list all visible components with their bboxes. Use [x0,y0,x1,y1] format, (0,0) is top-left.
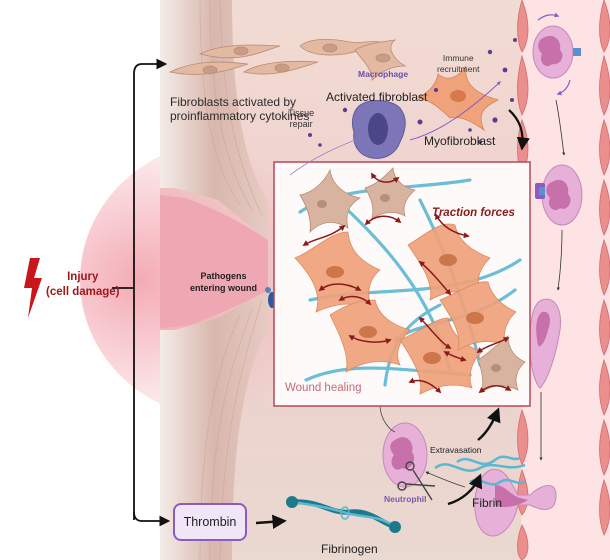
fibrinogen-molecule [286,496,401,533]
to-vessel-arrow [508,109,530,151]
fibrin-arrow [447,473,483,506]
thrombin-arrow [255,514,287,530]
vessel-endothelium-right [599,0,610,536]
traction-forces-label: Traction forces [432,207,515,219]
myofibroblast-label: Myofibroblast [424,134,496,148]
tissue-label-line2: repair [289,119,313,129]
myofibroblast [416,65,500,132]
connector-line [289,139,356,176]
immune-label-line1: Immune [442,53,474,63]
tissue-label-line1: Tissue [288,108,315,118]
injury-label-line1: Injury [67,271,99,283]
fibrinogen-label: Fibrinogen [321,542,378,556]
immune-recruitment-arrow [409,81,501,141]
flow-arrow [555,99,566,156]
neutrophil-adhering [535,164,583,226]
fibroblast-nuclei [317,194,501,372]
pathogen [265,287,271,293]
extravasation-label: Extravasation [430,445,482,455]
immune-label-line2: recruitment [437,64,480,74]
neutrophil-rolling-1 [532,12,581,96]
neutrophil-transmigrating [474,468,557,537]
myofibroblast-nuclei [326,254,484,364]
immune-recruitment-label: Immune recruitment [437,53,480,75]
wound-opening [160,195,268,328]
lightning-bolt-icon [24,258,42,318]
skin-layer-bottom [160,290,268,560]
tissue-repair-label: Tissue repair [288,108,314,130]
cytokine-dots [308,38,517,147]
activated-fibroblast-label: Activated fibroblast [326,90,428,104]
injury-label: Injury (cell damage) [46,270,120,300]
thrombin-box: Thrombin [173,503,247,541]
macrophage-label: Macrophage [358,69,409,79]
connector-line [379,403,396,433]
fibroblasts-activated-label: Fibroblasts activated by proinflammatory… [170,95,309,123]
extravasation-arrow [477,407,501,441]
pathogens-label-line1: Pathogens [200,271,247,281]
neutrophil-flattening [529,298,561,389]
flow-arrow [556,229,563,291]
fibrin-label: Fibrin [472,496,503,510]
wound-healing-label: Wound healing [285,382,362,394]
skin-layer-top [160,0,268,240]
macrophage [351,100,406,159]
fibroblasts-resting [168,38,407,81]
scissors-icon [397,461,436,501]
fibroblasts-label-line2: proinflammatory cytokines [170,109,310,123]
traction-force-arrows [302,172,512,394]
neutrophil-label: Neutrophil [384,494,427,504]
pathogens-label: Pathogens entering wound [190,270,257,294]
bracket-arrow-bottom [133,511,171,527]
blood-vessel [521,0,610,560]
fibroblasts-label-line1: Fibroblasts activated by [170,95,297,109]
injury-label-line2: (cell damage) [46,286,120,298]
chemotaxis-arrow [425,471,466,488]
neutrophil-tissue [382,422,428,488]
pathogens-label-line2: entering wound [190,283,257,293]
thrombin-label: Thrombin [183,515,237,529]
bracket-arrow-top [133,58,168,75]
